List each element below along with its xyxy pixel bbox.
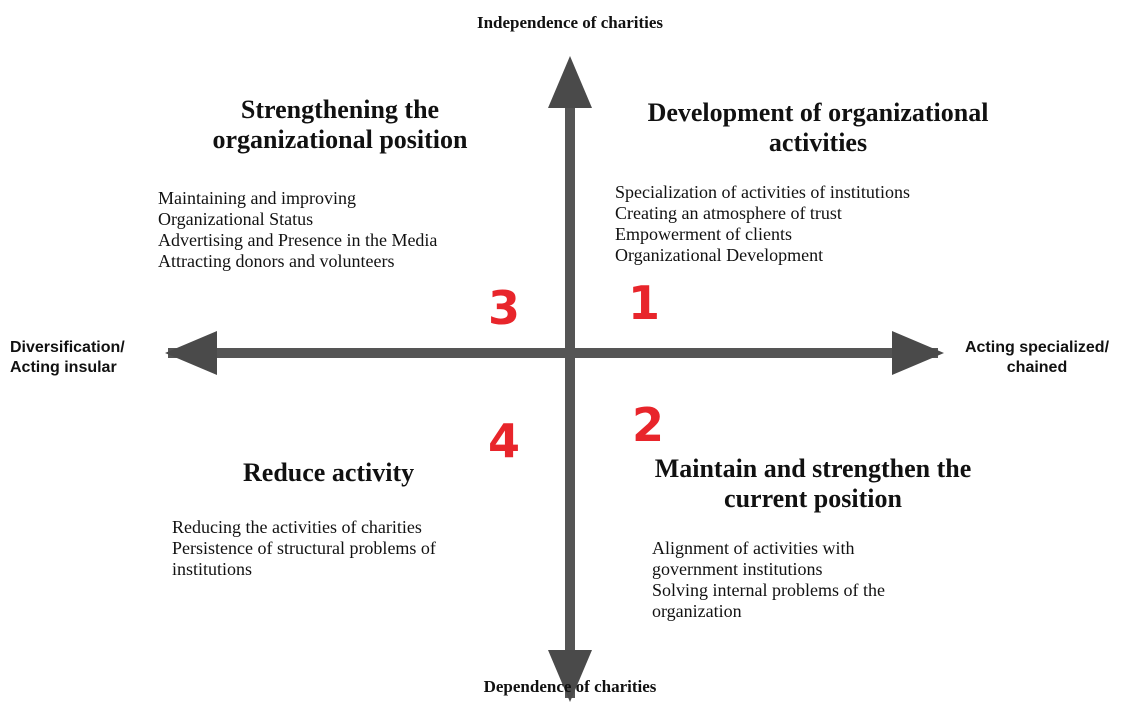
axis-label-right-line: chained [1006,359,1068,376]
quadrant-2-item: government institutions [652,559,823,579]
axis-label-bottom: Dependence of charities [483,677,657,696]
quadrant-3-title: Strengthening the organizational positio… [212,95,468,154]
quadrant-4-item: Reducing the activities of charities [172,517,422,537]
quadrant-3-item: Organizational Status [158,209,314,229]
quadrant-4-title: Reduce activity [243,458,415,487]
axis-label-left-line: Diversification/ [10,339,125,356]
axis-label-right: Acting specialized/ chained [952,338,1122,378]
quadrant-3-item: Advertising and Presence in the Media [158,230,438,250]
quadrant-3-item: Maintaining and improving [158,188,356,208]
quadrant-3-item: Attracting donors and volunteers [158,251,395,271]
arrow-left-icon [165,331,217,375]
quadrant-2-item: organization [652,601,742,621]
quadrant-4-items: Reducing the activities of charities Per… [172,517,436,580]
quadrant-1-items: Specialization of activities of institut… [615,182,910,266]
quadrant-1-item: Organizational Development [615,245,824,265]
quadrant-1-item: Specialization of activities of institut… [615,182,910,202]
quadrant-3-number: 3 [488,281,521,335]
axis-label-right-line: Acting specialized/ [964,339,1110,356]
axis-label-top: Independence of charities [476,13,664,32]
vertical-axis [565,70,575,698]
quadrant-1-number: 1 [628,276,661,330]
quadrant-3-items: Maintaining and improving Organizational… [158,188,437,272]
quadrant-4-item: Persistence of structural problems of [172,538,436,558]
quadrant-1-item: Empowerment of clients [615,224,792,244]
quadrant-1-item: Creating an atmosphere of trust [615,203,842,223]
axis-label-left: Diversification/ Acting insular [10,338,125,378]
quadrant-2-items: Alignment of activities with government … [652,538,885,622]
quadrant-4-number: 4 [488,414,521,468]
quadrant-4-item: institutions [172,559,253,579]
horizontal-axis [168,348,938,358]
quadrant-2-number: 2 [632,398,665,452]
quadrant-2-item: Solving internal problems of the [652,580,885,600]
axis-label-left-line: Acting insular [10,359,117,376]
arrow-right-icon [892,331,944,375]
arrow-down-icon [548,650,592,702]
quadrant-2-title: Maintain and strengthen the current posi… [654,454,972,513]
arrow-up-icon [548,56,592,108]
quadrant-2-item: Alignment of activities with [652,538,855,558]
quadrant-1-title: Development of organizational activities [647,98,989,157]
